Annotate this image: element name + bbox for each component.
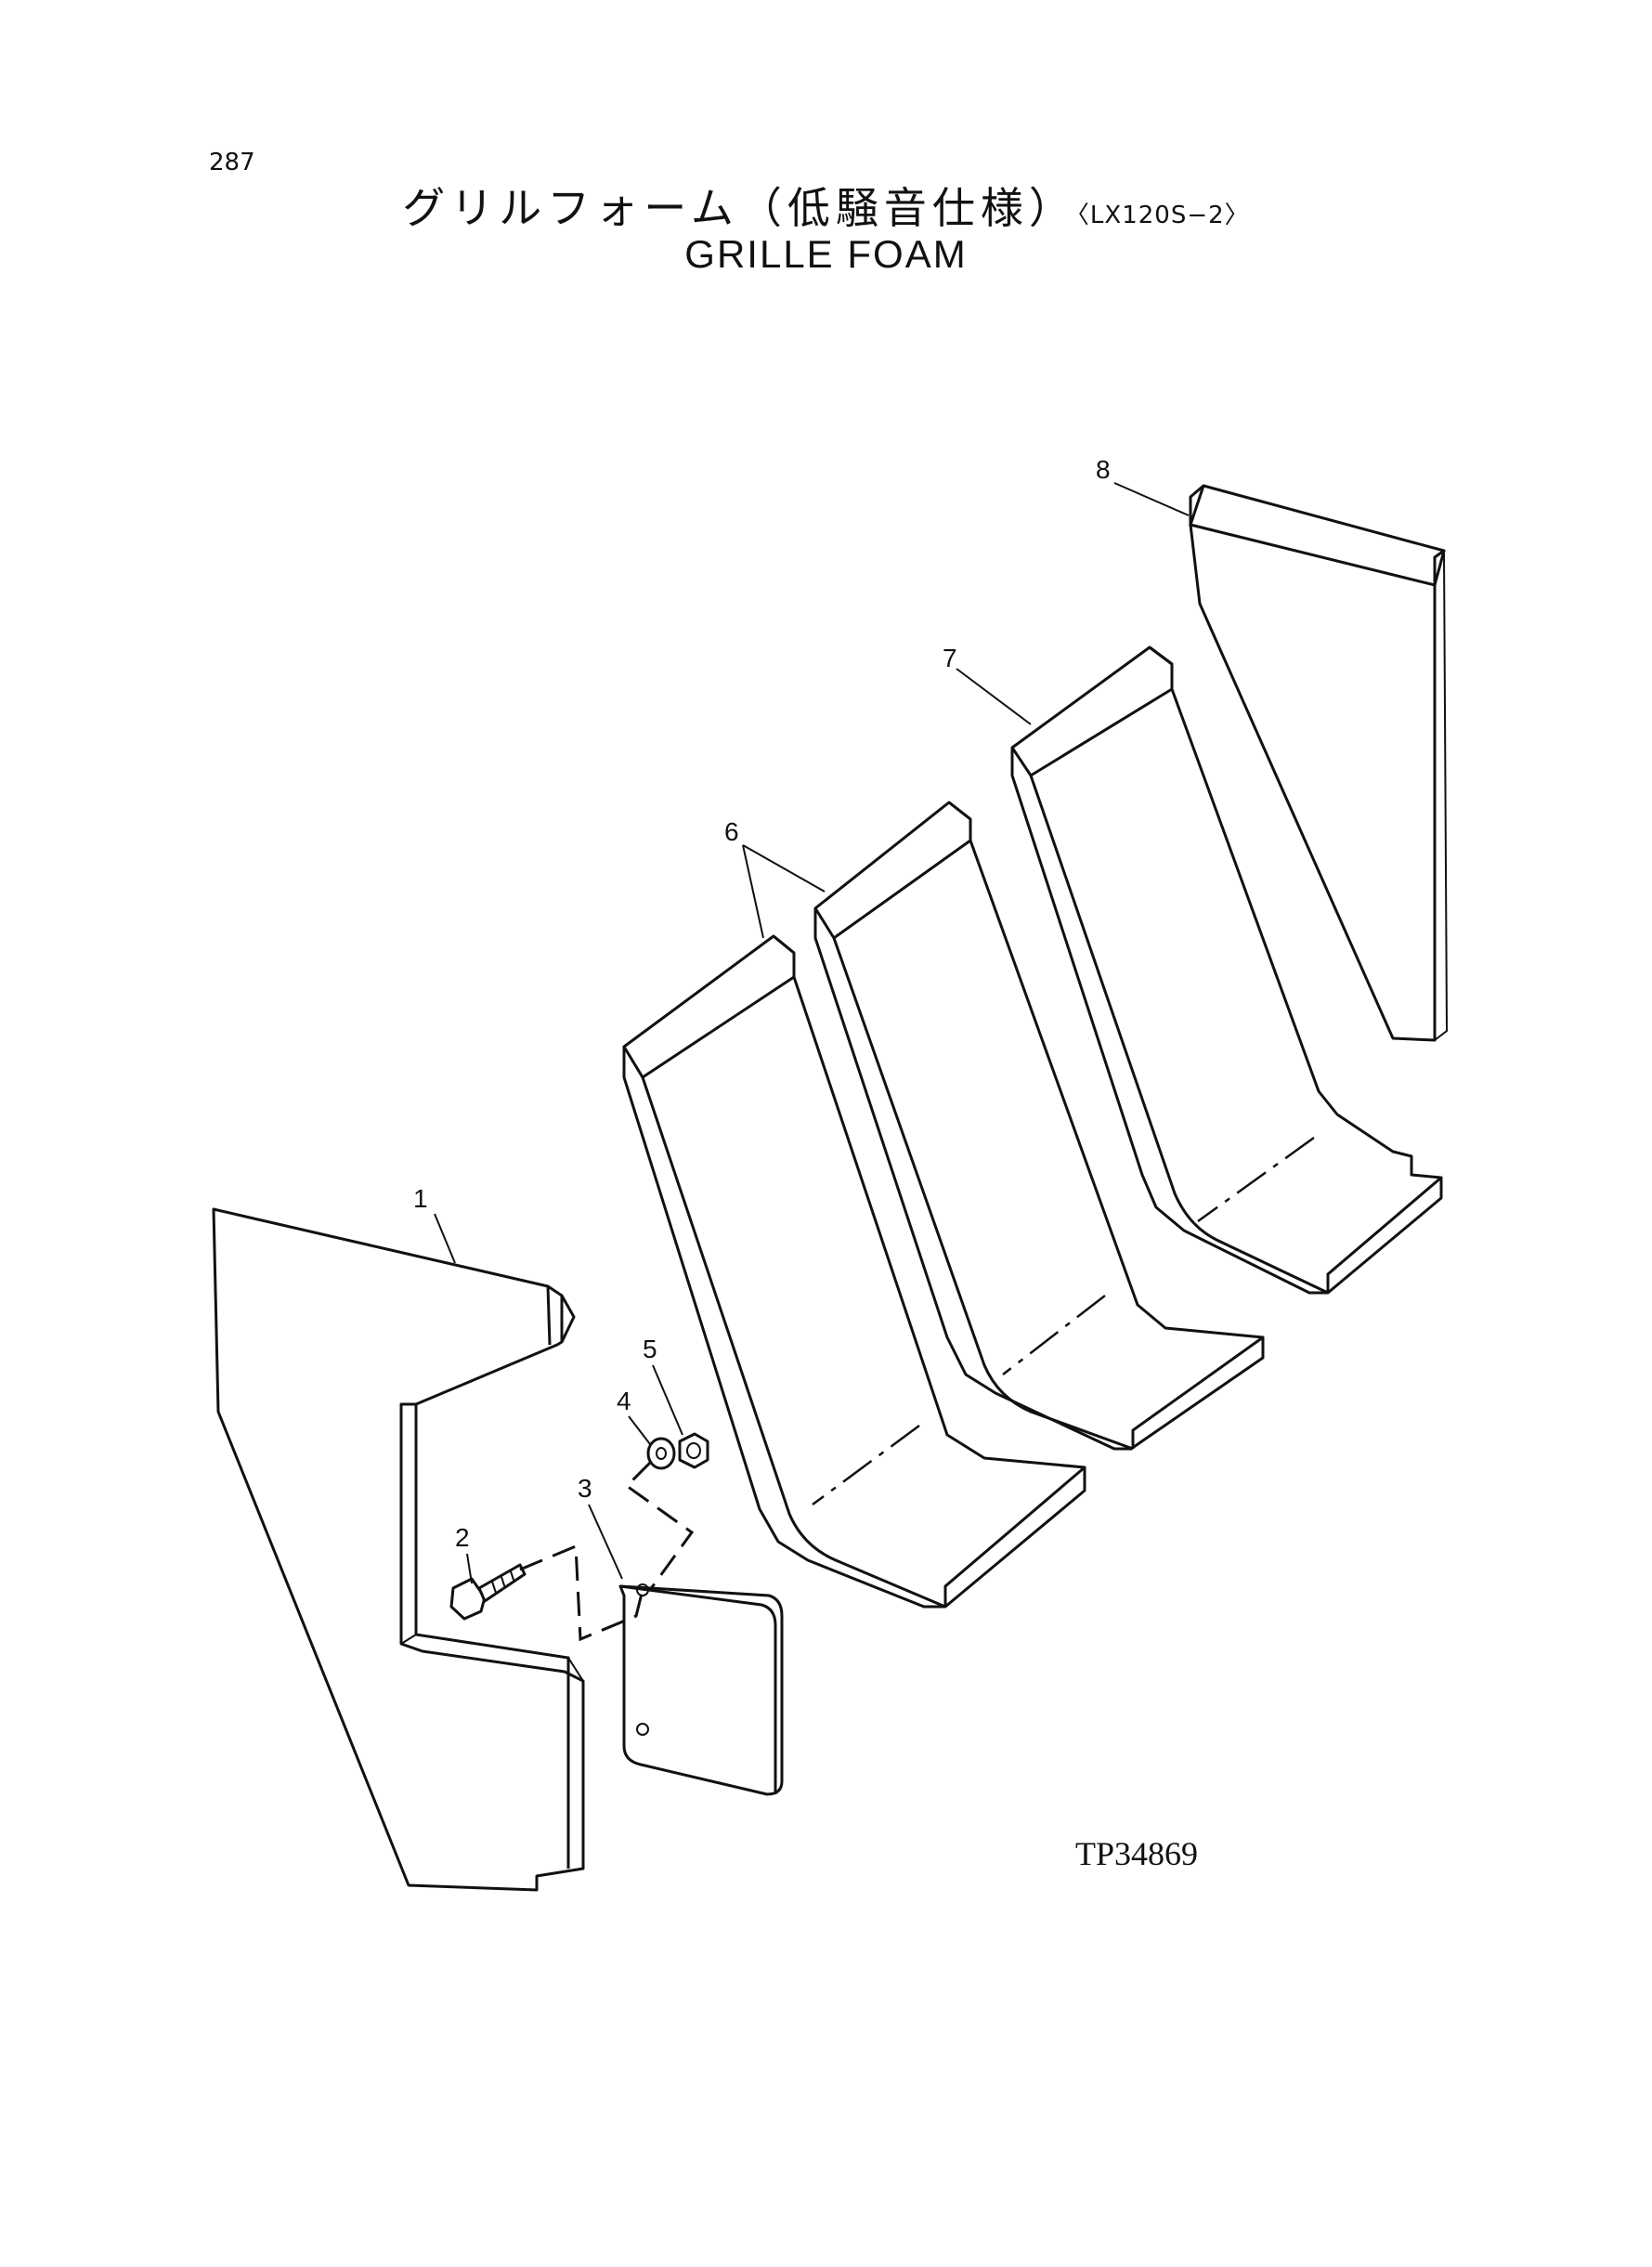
drawing-id: TP34869 xyxy=(1075,1835,1199,1872)
plate-hole-bottom xyxy=(636,1723,649,1736)
part-5-nut xyxy=(678,1432,709,1469)
page-title-english: GRILLE FOAM xyxy=(684,232,968,276)
model-code: 〈LX120S−2〉 xyxy=(1076,202,1250,229)
part-6-L-block-rear xyxy=(813,801,1265,1451)
part-8-end-block xyxy=(1189,484,1449,1042)
callout-3: 3 xyxy=(578,1474,592,1503)
title-japanese-text: グリルフォーム（低騒音仕様） xyxy=(402,183,1077,233)
page-number: 287 xyxy=(209,149,255,176)
part-7-L-block xyxy=(1010,645,1443,1295)
assembly-line-washer-to-plate xyxy=(624,1461,695,1591)
leader-lines xyxy=(434,482,1190,1584)
callout-2: 2 xyxy=(455,1523,470,1552)
callout-5: 5 xyxy=(643,1335,657,1363)
callout-1: 1 xyxy=(413,1184,428,1213)
part-1-side-panel xyxy=(212,1207,585,1892)
part-3-plate xyxy=(618,1583,784,1796)
assembly-line-bolt-to-plate xyxy=(519,1544,644,1642)
part-4-washer xyxy=(646,1437,676,1470)
part-6-L-block-front xyxy=(622,934,1086,1609)
part-2-bolt xyxy=(449,1563,527,1621)
callout-7: 7 xyxy=(943,644,957,672)
callout-4: 4 xyxy=(617,1387,631,1415)
page-title-japanese: グリルフォーム（低騒音仕様）〈LX120S−2〉 xyxy=(0,175,1652,236)
callout-6: 6 xyxy=(724,817,739,846)
callout-8: 8 xyxy=(1096,455,1111,484)
